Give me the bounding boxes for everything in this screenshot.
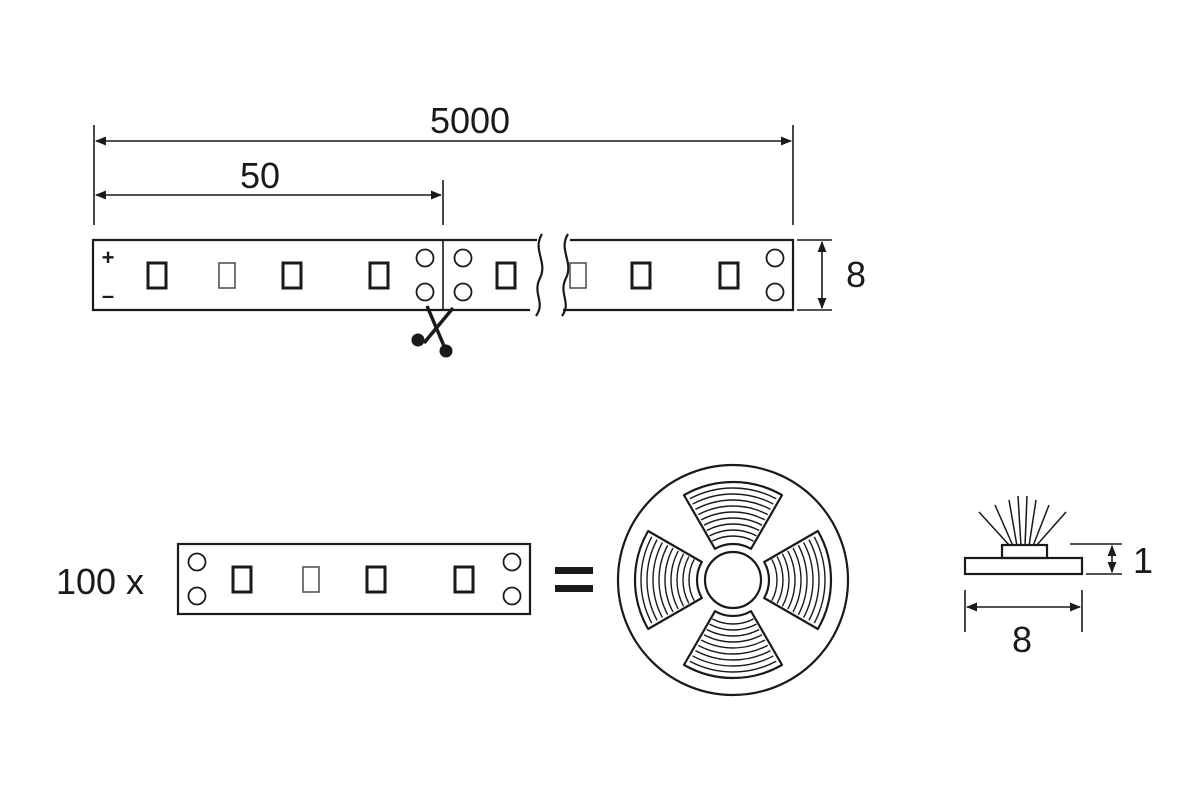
reel-winding-arc (712, 618, 754, 625)
profile-view: 1 8 (963, 495, 1153, 660)
led-chip (569, 262, 587, 289)
reel-winding-arc (664, 547, 674, 613)
led-chip-profile (1000, 543, 1049, 560)
reel-winding-arc (706, 628, 760, 637)
reel-winding-arc (700, 511, 766, 521)
segment-length-label: 50 (240, 155, 280, 196)
reel-winding-arc (709, 529, 757, 537)
solder-pad (415, 282, 435, 302)
reel-winding-arc (689, 660, 777, 673)
reel-winding-arc (703, 517, 763, 526)
strip-width-label: 8 (846, 254, 866, 295)
equals-sign: = (555, 567, 593, 592)
led-chip (718, 261, 740, 290)
reel-lobe (682, 610, 784, 680)
reel-lobe (763, 529, 833, 631)
led-chip (218, 262, 236, 289)
reel-winding-arc (697, 505, 769, 516)
reel-winding-arc (670, 550, 679, 610)
reel-winding-arc (792, 547, 802, 613)
reel-icon (616, 463, 850, 697)
multiplier-label: 100 x (56, 561, 144, 602)
solder-pad (415, 248, 435, 268)
strip-width-dimension: 8 (797, 239, 866, 311)
led-chip (368, 261, 390, 290)
reel-winding-arc (640, 536, 653, 624)
profile-height-label: 1 (1133, 540, 1153, 581)
profile-width-label: 8 (1012, 619, 1032, 660)
total-length-dimension: 5000 (93, 100, 794, 225)
solder-pad (502, 586, 522, 606)
reel-winding-arc (808, 539, 820, 621)
led-chip (365, 565, 387, 594)
single-segment (176, 542, 532, 616)
light-rays (978, 495, 1067, 547)
led-chip (281, 261, 303, 290)
plus-sign: + (102, 245, 115, 270)
reel-winding-arc (652, 542, 663, 618)
reel-lobe (633, 529, 703, 631)
reel-winding-arc (781, 553, 790, 607)
reel-winding-arc (695, 499, 771, 510)
reel-winding-arc (658, 544, 669, 616)
reel-winding-arc (682, 556, 690, 604)
reel-winding-arc (689, 487, 777, 500)
led-chip (302, 566, 320, 593)
reel-winding-arc (695, 650, 771, 661)
led-chip (231, 565, 253, 594)
reel-winding-arc (803, 542, 814, 618)
solder-pad (765, 248, 785, 268)
minus-sign: – (102, 283, 114, 308)
scissors-icon (411, 305, 455, 358)
reel-winding-arc (776, 556, 784, 604)
reel-winding-arc (692, 493, 774, 505)
led-chip (146, 261, 168, 290)
reel-winding-arc (692, 655, 774, 667)
solder-pad (765, 282, 785, 302)
solder-pad (453, 248, 473, 268)
solder-pad (187, 552, 207, 572)
reel-lobe (682, 480, 784, 550)
reel-winding-arc (700, 639, 766, 649)
reel-winding-arc (697, 644, 769, 655)
reel-winding-arc (797, 544, 808, 616)
reel-winding-arc (688, 559, 695, 601)
reel-winding-arc (712, 535, 754, 542)
reel-winding-arc (709, 623, 757, 631)
reel-winding-arc (813, 536, 826, 624)
led-chip (630, 261, 652, 290)
svg-text:=: = (574, 579, 575, 581)
reel-winding-arc (703, 634, 763, 643)
segment-length-dimension: 50 (94, 155, 444, 225)
pcb-profile (963, 556, 1084, 576)
reel-winding-arc (706, 523, 760, 532)
reel-winding-arc (787, 550, 796, 610)
reel-winding-arc (676, 553, 685, 607)
reel-winding-arc (771, 559, 778, 601)
led-chip (495, 261, 517, 290)
reel-winding-arc (646, 539, 658, 621)
led-strip: + – (91, 233, 795, 317)
solder-pad (502, 552, 522, 572)
solder-pad (453, 282, 473, 302)
solder-pad (187, 586, 207, 606)
led-chip (453, 565, 475, 594)
total-length-label: 5000 (430, 100, 510, 141)
